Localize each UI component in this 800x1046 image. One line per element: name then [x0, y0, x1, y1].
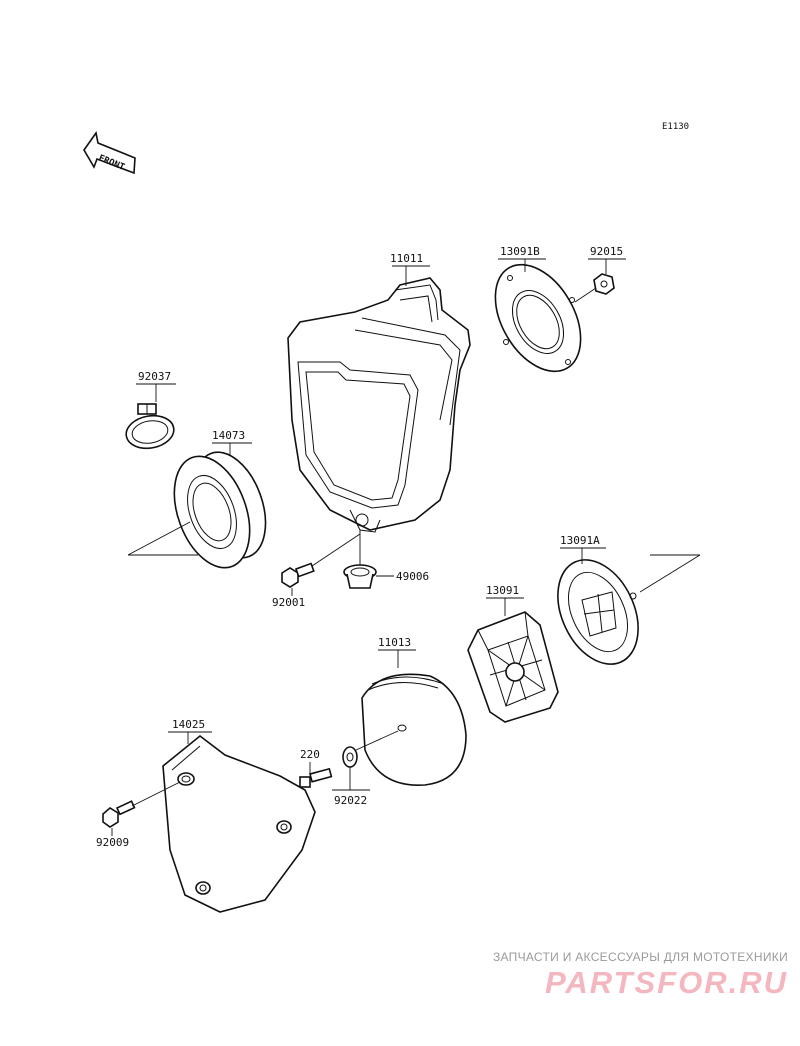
part-number-92009: 92009 — [96, 836, 129, 849]
part-number-92022: 92022 — [334, 794, 367, 807]
grommet-49006 — [343, 564, 377, 589]
gasket-13091b — [494, 263, 582, 373]
filter-cage-13091 — [467, 611, 559, 723]
clamp-92037 — [125, 403, 175, 450]
part-number-13091: 13091 — [486, 584, 519, 597]
filter-holder-13091a — [557, 559, 639, 665]
screw-220 — [299, 767, 333, 788]
part-number-92001: 92001 — [272, 596, 305, 609]
bolt-92001 — [281, 562, 315, 588]
filter-element-11013 — [361, 673, 467, 786]
part-number-11011: 11011 — [390, 252, 423, 265]
part-number-13091a: 13091A — [560, 534, 600, 547]
part-number-220: 220 — [300, 748, 320, 761]
part-number-11013: 11013 — [378, 636, 411, 649]
watermark-tagline: ЗАПЧАСТИ И АКСЕССУАРЫ ДЛЯ МОТОТЕХНИКИ — [492, 950, 788, 964]
bolt-92009 — [102, 800, 136, 828]
washer-92022 — [342, 746, 358, 768]
air-cleaner-housing — [287, 277, 471, 533]
reference-code: E1130 — [662, 122, 689, 132]
part-number-92015: 92015 — [590, 245, 623, 258]
part-number-92037: 92037 — [138, 370, 171, 383]
part-number-14025: 14025 — [172, 718, 205, 731]
nut-92015 — [593, 273, 615, 295]
front-arrow-icon: FRONT — [83, 131, 136, 175]
watermark-logo: PARTSFOR.RU — [544, 965, 788, 1000]
side-cover-14025 — [162, 734, 316, 913]
part-number-49006: 49006 — [396, 570, 429, 583]
intake-duct-14073 — [173, 451, 267, 569]
part-number-13091b: 13091B — [500, 245, 540, 258]
part-number-14073: 14073 — [212, 429, 245, 442]
